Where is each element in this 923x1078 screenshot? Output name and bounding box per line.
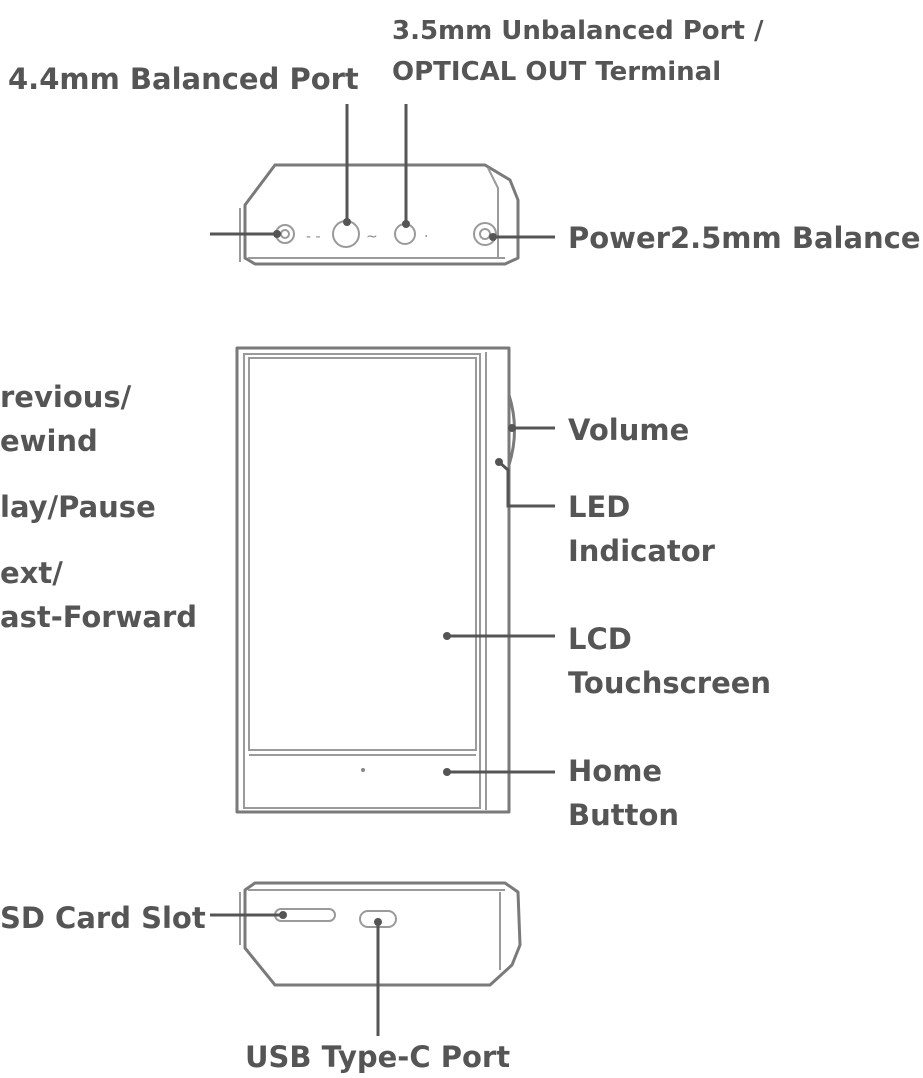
- front-body-outline: [235, 346, 511, 814]
- lcd-screen: [248, 357, 477, 751]
- label-previous-1: revious/: [0, 380, 132, 414]
- port-marker-2: ~: [366, 229, 378, 245]
- label-lcd-2: Touchscreen: [568, 666, 771, 700]
- port-marker-3: ·: [424, 229, 428, 245]
- home-dot: [443, 768, 451, 776]
- label-unbalanced-2: OPTICAL OUT Terminal: [392, 57, 721, 87]
- label-lcd-1: LCD: [568, 622, 632, 656]
- bottom-view-inner-edge: [239, 889, 505, 970]
- top-view-outline: [243, 163, 520, 266]
- power-button-core: [280, 229, 290, 239]
- front-inner-frame: [243, 353, 481, 809]
- label-usb-c: USB Type-C Port: [245, 1040, 510, 1074]
- label-unbalanced-1: 3.5mm Unbalanced Port /: [392, 16, 764, 46]
- label-home-2: Button: [568, 798, 679, 832]
- home-button-dot: [361, 768, 365, 772]
- led-leader: [498, 460, 555, 508]
- label-previous-2: ewind: [0, 424, 98, 458]
- usb-dot: [374, 918, 382, 926]
- bottom-view: [210, 881, 522, 1036]
- label-power-25: Power2.5mm Balance: [568, 221, 921, 255]
- label-led-1: LED: [568, 490, 630, 524]
- volume-dot: [508, 424, 516, 432]
- lcd-dot: [443, 632, 451, 640]
- label-home-1: Home: [568, 754, 662, 788]
- sd-dot: [279, 911, 287, 919]
- power-dot: [273, 230, 281, 238]
- balanced-25-port: [473, 222, 497, 246]
- unbalanced-dot: [402, 220, 410, 228]
- top-view: - - ~ ·: [210, 104, 555, 266]
- balanced-44-dot: [343, 218, 351, 226]
- label-balanced-44: 4.4mm Balanced Port: [8, 62, 359, 96]
- port-marker-1: - -: [306, 229, 321, 245]
- bottom-view-outline: [243, 881, 522, 987]
- label-play-pause: lay/Pause: [0, 490, 156, 524]
- balanced-25-dot: [489, 233, 497, 241]
- label-led-2: Indicator: [568, 534, 716, 568]
- balanced-25-core: [479, 228, 491, 240]
- led-dot: [495, 458, 503, 466]
- label-next-1: ext/: [0, 556, 63, 590]
- label-volume: Volume: [568, 413, 689, 447]
- top-view-inner-edge: [239, 167, 505, 262]
- label-next-2: ast-Forward: [0, 600, 197, 634]
- front-view: [235, 346, 555, 814]
- label-sd-card: SD Card Slot: [0, 901, 206, 935]
